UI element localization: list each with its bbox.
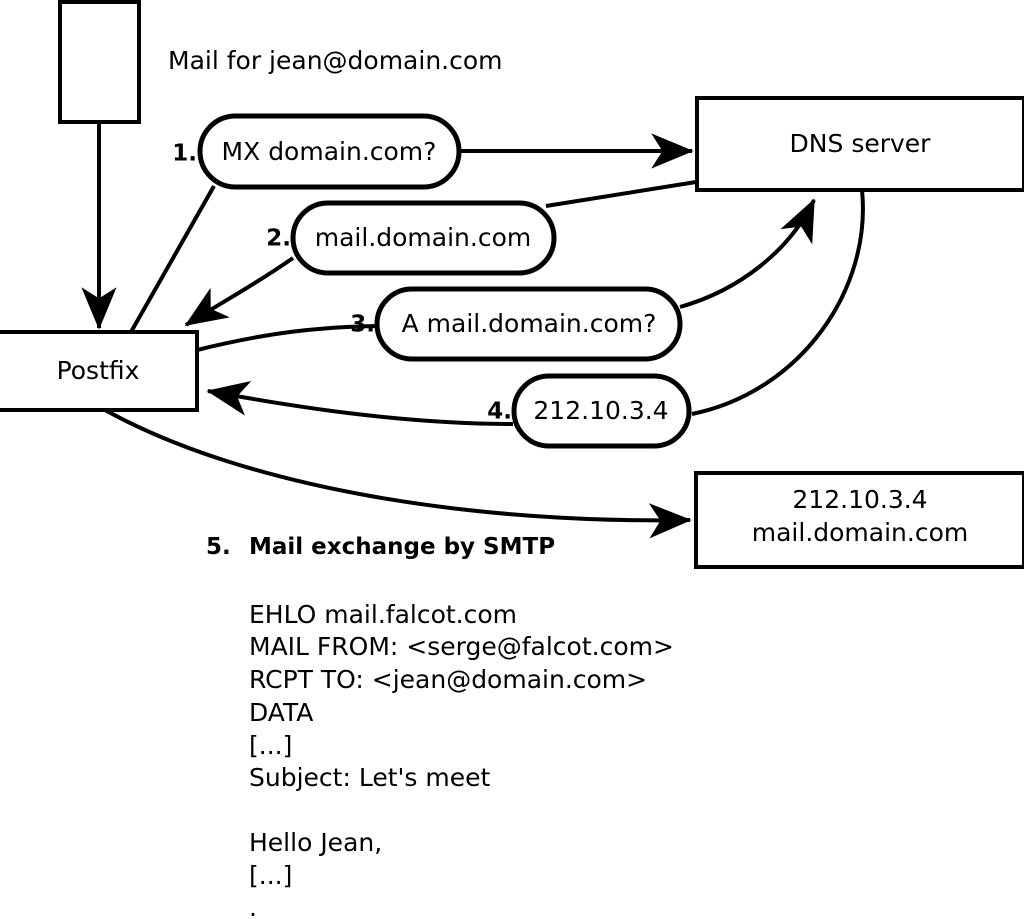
smtp-line-9: [...] bbox=[249, 861, 292, 890]
bubble-step-3-label: A mail.domain.com? bbox=[402, 309, 657, 338]
step-number-1: 1. bbox=[172, 141, 197, 167]
step-number-3: 3. bbox=[350, 312, 375, 338]
edge-answer4-to-postfix bbox=[206, 381, 514, 426]
bubble-step-4: 212.10.3.4 bbox=[511, 373, 692, 449]
bubble-step-3: A mail.domain.com? bbox=[374, 286, 683, 362]
node-mail-server-ip: 212.10.3.4 bbox=[792, 485, 927, 514]
edge-query3-to-dns bbox=[679, 198, 816, 309]
bubble-step-2-label: mail.domain.com bbox=[315, 223, 531, 252]
node-mail-server: 212.10.3.4 mail.domain.com bbox=[694, 471, 1024, 569]
edge-dns-to-answer4 bbox=[691, 189, 865, 416]
smtp-line-10: . bbox=[249, 893, 257, 919]
edge-dns-to-answer2 bbox=[545, 180, 697, 208]
edge-answer2-to-postfix bbox=[184, 256, 295, 327]
edge-postfix-to-query1 bbox=[129, 185, 216, 333]
node-dns-server-label: DNS server bbox=[790, 129, 932, 158]
node-postfix-label: Postfix bbox=[57, 356, 140, 385]
step-number-2: 2. bbox=[266, 226, 291, 252]
step-number-4: 4. bbox=[487, 399, 512, 425]
bubble-step-4-label: 212.10.3.4 bbox=[533, 396, 668, 425]
smtp-line-6: Subject: Let's meet bbox=[249, 763, 490, 792]
bubble-step-1: MX domain.com? bbox=[197, 113, 462, 190]
node-mail-server-host: mail.domain.com bbox=[752, 518, 968, 547]
caption-mail-for: Mail for jean@domain.com bbox=[168, 46, 503, 75]
node-dns-server: DNS server bbox=[695, 96, 1024, 192]
step-number-5: 5. bbox=[206, 534, 231, 560]
node-postfix: Postfix bbox=[0, 330, 199, 412]
smtp-line-1: EHLO mail.falcot.com bbox=[249, 600, 517, 629]
bubble-step-2: mail.domain.com bbox=[290, 200, 557, 276]
step-5-label: Mail exchange by SMTP bbox=[249, 534, 555, 560]
smtp-line-2: MAIL FROM: <serge@falcot.com> bbox=[249, 632, 674, 661]
smtp-line-3: RCPT TO: <jean@domain.com> bbox=[249, 665, 647, 694]
node-sender-box bbox=[58, 0, 141, 124]
edge-postfix-to-mailserver bbox=[104, 408, 692, 539]
smtp-line-5: [...] bbox=[249, 731, 292, 760]
edge-postfix-to-query3 bbox=[196, 324, 379, 352]
smtp-line-4: DATA bbox=[249, 698, 313, 727]
bubble-step-1-label: MX domain.com? bbox=[222, 137, 437, 166]
smtp-line-8: Hello Jean, bbox=[249, 828, 382, 857]
